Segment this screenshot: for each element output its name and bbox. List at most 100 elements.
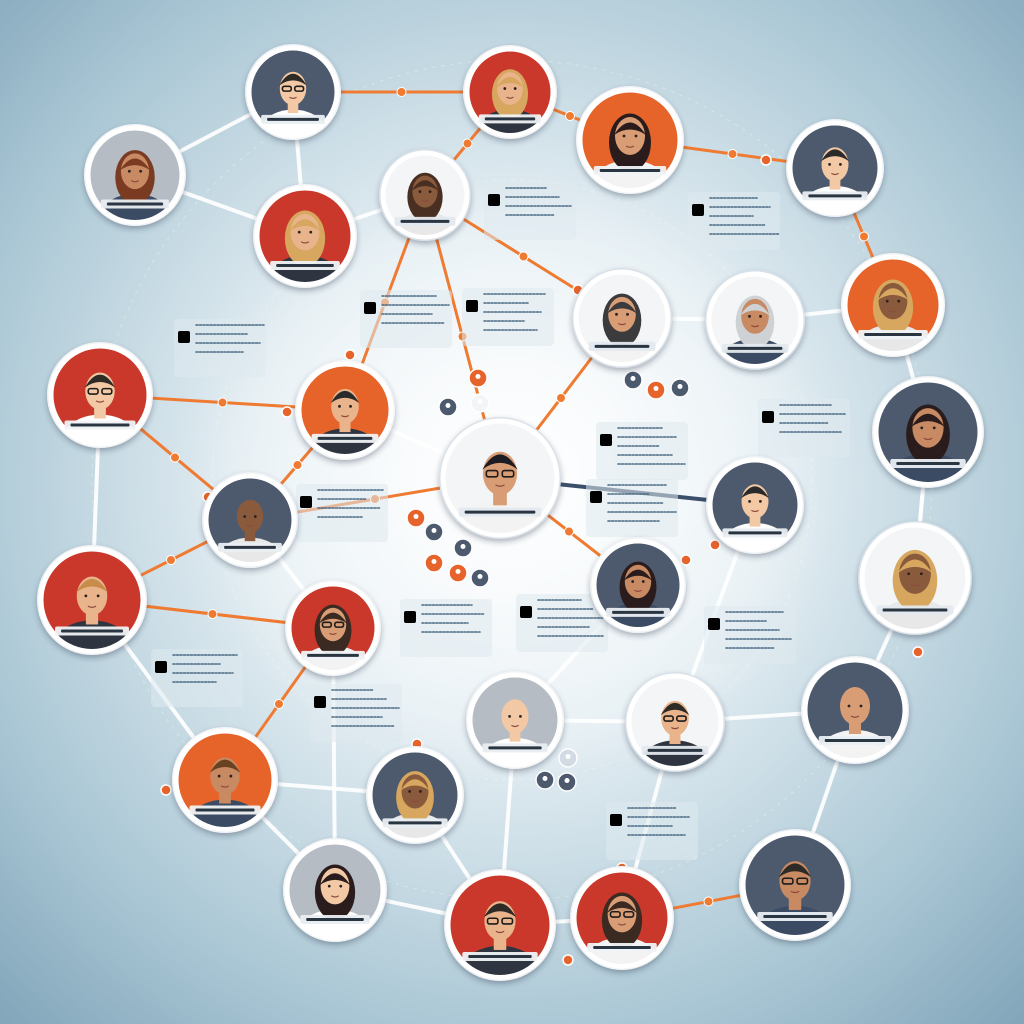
- info-block: [310, 684, 402, 742]
- name-plate-text: [488, 746, 542, 750]
- person-node-p18[interactable]: [285, 580, 381, 694]
- chat-icon: [558, 748, 578, 768]
- person-node-p15[interactable]: [202, 472, 298, 586]
- name-plate-text: [896, 462, 960, 466]
- info-block: [400, 599, 492, 657]
- name-plate-text: [195, 808, 255, 812]
- pencil-icon: [670, 378, 690, 398]
- person-node-p7[interactable]: [253, 184, 357, 308]
- link-junction-dot: [274, 699, 284, 709]
- document-icon: [404, 611, 416, 623]
- person-icon: [453, 538, 473, 558]
- link-junction-dot: [564, 526, 574, 537]
- person-node-p9[interactable]: [705, 270, 805, 389]
- pin-icon: [760, 154, 772, 166]
- name-plate-text: [882, 608, 948, 612]
- person-node-p16[interactable]: [706, 456, 804, 573]
- info-block: [296, 484, 388, 542]
- name-plate-text: [864, 332, 922, 336]
- document-icon: [600, 434, 612, 446]
- document-icon: [178, 331, 190, 343]
- person-node-p25[interactable]: [366, 746, 464, 863]
- person-badge-icon: [448, 563, 468, 583]
- name-plate-text: [61, 629, 123, 633]
- info-block: [688, 192, 780, 250]
- person-node-p29[interactable]: [739, 829, 851, 963]
- info-block: [586, 479, 678, 537]
- person-node-p5[interactable]: [379, 149, 471, 258]
- info-block: [758, 399, 850, 457]
- person-node-p26[interactable]: [283, 838, 387, 962]
- floating-icons: [160, 154, 924, 966]
- name-plate-text: [267, 117, 319, 121]
- person-node-p6[interactable]: [786, 119, 884, 236]
- person-node-p21[interactable]: [466, 671, 564, 788]
- link-junction-dot: [170, 452, 180, 463]
- person-node-p17[interactable]: [37, 545, 147, 677]
- chat-icon: [438, 397, 458, 417]
- person-node-p27[interactable]: [444, 869, 556, 1003]
- pin-icon: [680, 554, 692, 566]
- shield-icon: [557, 772, 577, 792]
- link-junction-dot: [859, 231, 869, 242]
- person-node-p13[interactable]: [439, 417, 561, 564]
- name-plate-text: [593, 945, 651, 949]
- chat-icon: [424, 522, 444, 542]
- document-icon: [610, 814, 622, 826]
- person-node-p12[interactable]: [295, 360, 395, 479]
- name-plate-text: [594, 344, 650, 348]
- info-text-blocks: [151, 182, 850, 860]
- person-node-p2[interactable]: [463, 45, 557, 157]
- name-plate-text: [763, 915, 827, 919]
- link-junction-dot: [217, 397, 228, 408]
- name-plate-text: [468, 955, 532, 959]
- person-node-p10[interactable]: [841, 253, 945, 377]
- name-plate-text: [647, 748, 703, 752]
- person-node-p8[interactable]: [572, 268, 672, 387]
- person-node-p3[interactable]: [576, 86, 684, 215]
- info-block: [704, 606, 796, 664]
- link-junction-dot: [292, 460, 303, 470]
- person-node-p1[interactable]: [245, 44, 341, 158]
- person-node-p11[interactable]: [47, 342, 153, 468]
- name-plate-text: [727, 346, 783, 350]
- info-block: [462, 288, 554, 346]
- person-node-p19[interactable]: [590, 537, 686, 651]
- info-block: [360, 290, 452, 348]
- name-plate-text: [612, 610, 664, 614]
- person-node-p28[interactable]: [570, 866, 674, 990]
- link-junction-dot: [396, 87, 407, 97]
- person-node-p22[interactable]: [625, 672, 725, 791]
- name-plate-text: [464, 510, 536, 514]
- person-badge-icon: [468, 368, 488, 388]
- person-icon: [470, 568, 490, 588]
- name-plate-text: [317, 436, 373, 440]
- chat-icon: [424, 553, 444, 573]
- name-plate-text: [106, 202, 164, 206]
- person-node-p24[interactable]: [172, 727, 278, 854]
- link-junction-dot: [462, 138, 473, 149]
- person-nodes: [37, 44, 984, 1003]
- pin-icon: [281, 406, 293, 418]
- person-node-p4[interactable]: [84, 124, 186, 245]
- person-node-p20[interactable]: [858, 521, 972, 657]
- name-plate-text: [599, 169, 661, 172]
- pin-icon: [912, 646, 924, 658]
- document-icon: [300, 496, 312, 508]
- name-plate-text: [824, 739, 886, 742]
- pin-icon: [709, 539, 721, 551]
- name-plate-text: [224, 545, 276, 549]
- name-plate-text: [388, 821, 442, 825]
- chat-icon: [535, 770, 555, 790]
- link-junction-dot: [207, 609, 218, 619]
- person-node-p14[interactable]: [872, 376, 984, 510]
- document-icon: [692, 204, 704, 216]
- person-node-p23[interactable]: [801, 656, 909, 785]
- link-junction-dot: [518, 251, 529, 262]
- pin-icon: [160, 784, 172, 796]
- name-plate-text: [400, 219, 450, 223]
- info-block: [484, 182, 576, 240]
- document-icon: [590, 491, 602, 503]
